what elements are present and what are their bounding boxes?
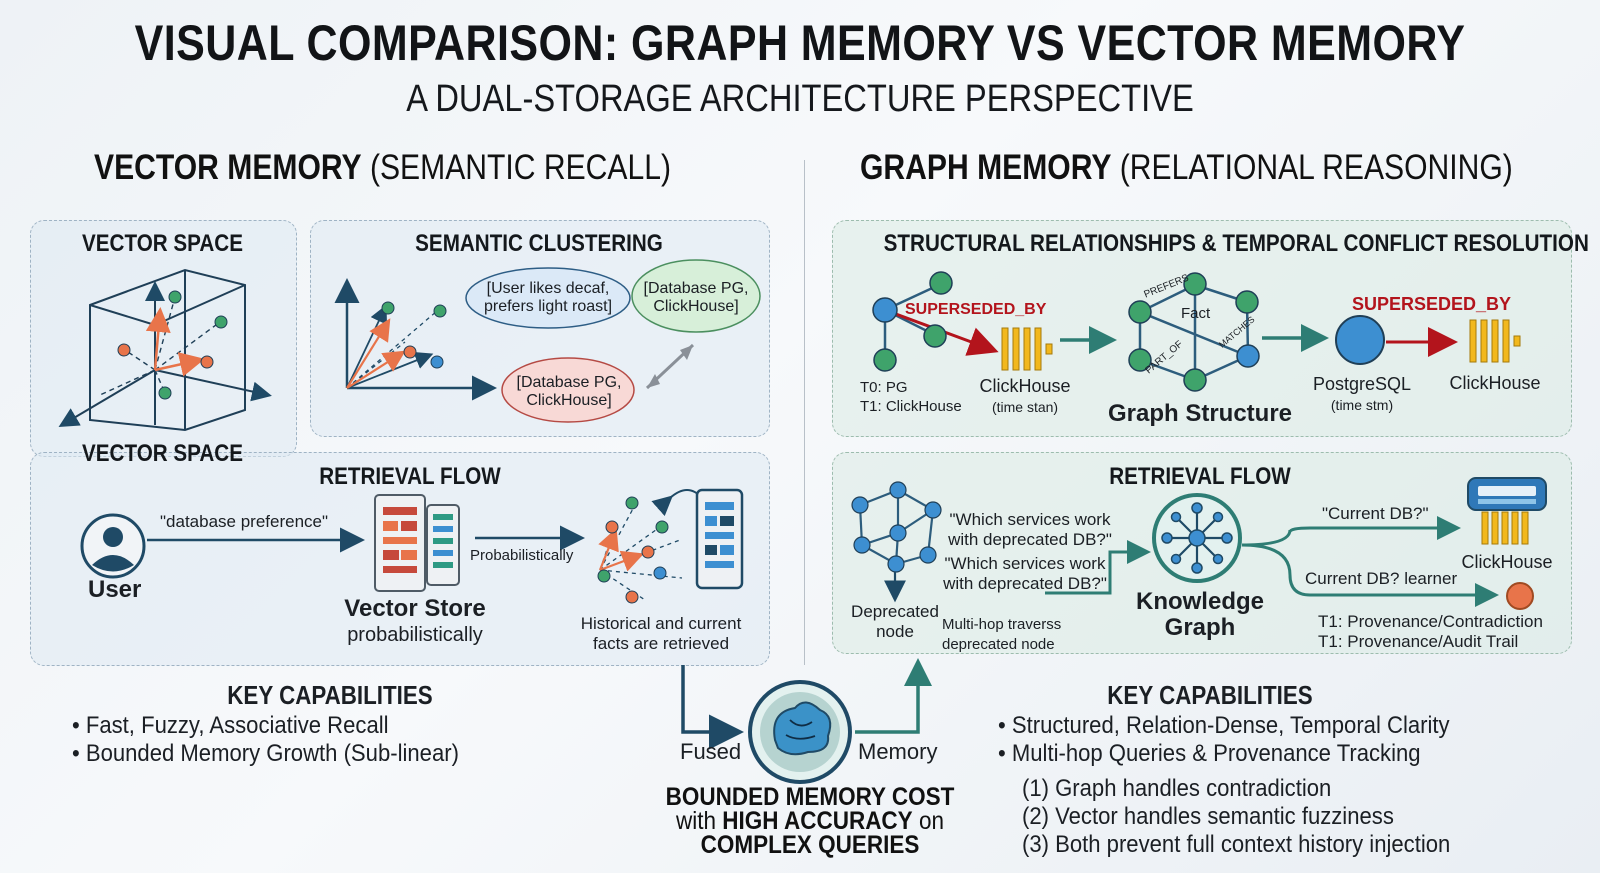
- t0-label: T0: PG: [860, 379, 908, 396]
- vector-capabilities-list: • Fast, Fuzzy, Associative Recall • Boun…: [72, 712, 493, 768]
- clickhouse-label-2: ClickHouse: [1449, 373, 1541, 393]
- user-label: User: [88, 576, 142, 603]
- list-item: • Fast, Fuzzy, Associative Recall: [72, 712, 389, 739]
- graph-structure-label: Graph Structure: [1107, 400, 1293, 427]
- cloud-red: [501, 357, 635, 423]
- clickhouse-label-3: ClickHouse: [1461, 552, 1553, 572]
- vector-capabilities-title: KEY CAPABILITIES: [227, 680, 433, 710]
- section-divider: [804, 160, 805, 665]
- graph-memory-heading: GRAPH MEMORY (RELATIONAL REASONING): [860, 148, 1513, 187]
- superseded-label-2: SUPERSEDED_BY: [1352, 294, 1512, 314]
- cloud-green-text: [Database PG,ClickHouse]: [643, 280, 749, 315]
- vector-store-sub: probabilistically: [347, 624, 483, 646]
- fused-label: Fused: [680, 739, 742, 764]
- bottom-summary: BOUNDED MEMORY COST with HIGH ACCURACY o…: [665, 783, 955, 859]
- cloud-blue: [465, 267, 631, 329]
- list-item: • Multi-hop Queries & Provenance Trackin…: [998, 740, 1421, 767]
- graph-retrieval-title: RETRIEVAL FLOW: [1109, 463, 1291, 490]
- vector-space-caption: VECTOR SPACE: [82, 440, 243, 467]
- page-title: VISUAL COMPARISON: GRAPH MEMORY VS VECTO…: [134, 15, 1466, 71]
- vector-memory-heading: VECTOR MEMORY (SEMANTIC RECALL): [94, 148, 672, 187]
- time-stm-label: (time stm): [1330, 397, 1394, 413]
- vector-space-title: VECTOR SPACE: [82, 230, 243, 257]
- vector-retrieval-title: RETRIEVAL FLOW: [319, 463, 501, 490]
- graph-capabilities-title: KEY CAPABILITIES: [1107, 680, 1313, 710]
- current-learner-label: Current DB? learner: [1305, 569, 1458, 588]
- page-subtitle: A DUAL-STORAGE ARCHITECTURE PERSPECTIVE: [406, 78, 1194, 120]
- vector-store-label: Vector Store: [344, 595, 486, 622]
- provenance-audit: T1: Provenance/Audit Trail: [1318, 632, 1519, 651]
- postgres-label: PostgreSQL: [1312, 374, 1412, 394]
- cloud-red-text: [Database PG,ClickHouse]: [516, 374, 622, 409]
- numbered-points: (1) Graph handles contradiction (2) Vect…: [1022, 775, 1488, 859]
- clickhouse-label-1: ClickHouse: [979, 376, 1071, 396]
- list-item: • Structured, Relation-Dense, Temporal C…: [998, 712, 1450, 739]
- t1-label: T1: ClickHouse: [860, 398, 962, 415]
- list-item: (1) Graph handles contradiction: [1022, 775, 1332, 802]
- current-db-label: "Current DB?": [1322, 504, 1429, 523]
- semantic-clustering-title: SEMANTIC CLUSTERING: [415, 230, 663, 257]
- list-item: • Bounded Memory Growth (Sub-linear): [72, 740, 459, 767]
- structural-title: STRUCTURAL RELATIONSHIPS & TEMPORAL CONF…: [883, 230, 1589, 257]
- time-stan-label: (time stan): [991, 399, 1059, 415]
- cloud-blue-text: [User likes decaf,prefers light roast]: [483, 280, 613, 315]
- provenance-contradiction: T1: Provenance/Contradiction: [1318, 612, 1543, 631]
- list-item: (2) Vector handles semantic fuzziness: [1022, 803, 1394, 830]
- vector-cube: [89, 268, 246, 432]
- memory-label: Memory: [858, 739, 938, 764]
- probabilistic-label: Probabilistically: [470, 547, 574, 564]
- edge-fact: Fact: [1181, 305, 1211, 322]
- graph-capabilities-list: • Structured, Relation-Dense, Temporal C…: [998, 712, 1489, 768]
- superseded-label-1: SUPERSEDED_BY: [905, 301, 1047, 318]
- cloud-green: [631, 259, 761, 333]
- list-item: (3) Both prevent full context history in…: [1022, 831, 1451, 858]
- query-label: "database preference": [160, 512, 329, 531]
